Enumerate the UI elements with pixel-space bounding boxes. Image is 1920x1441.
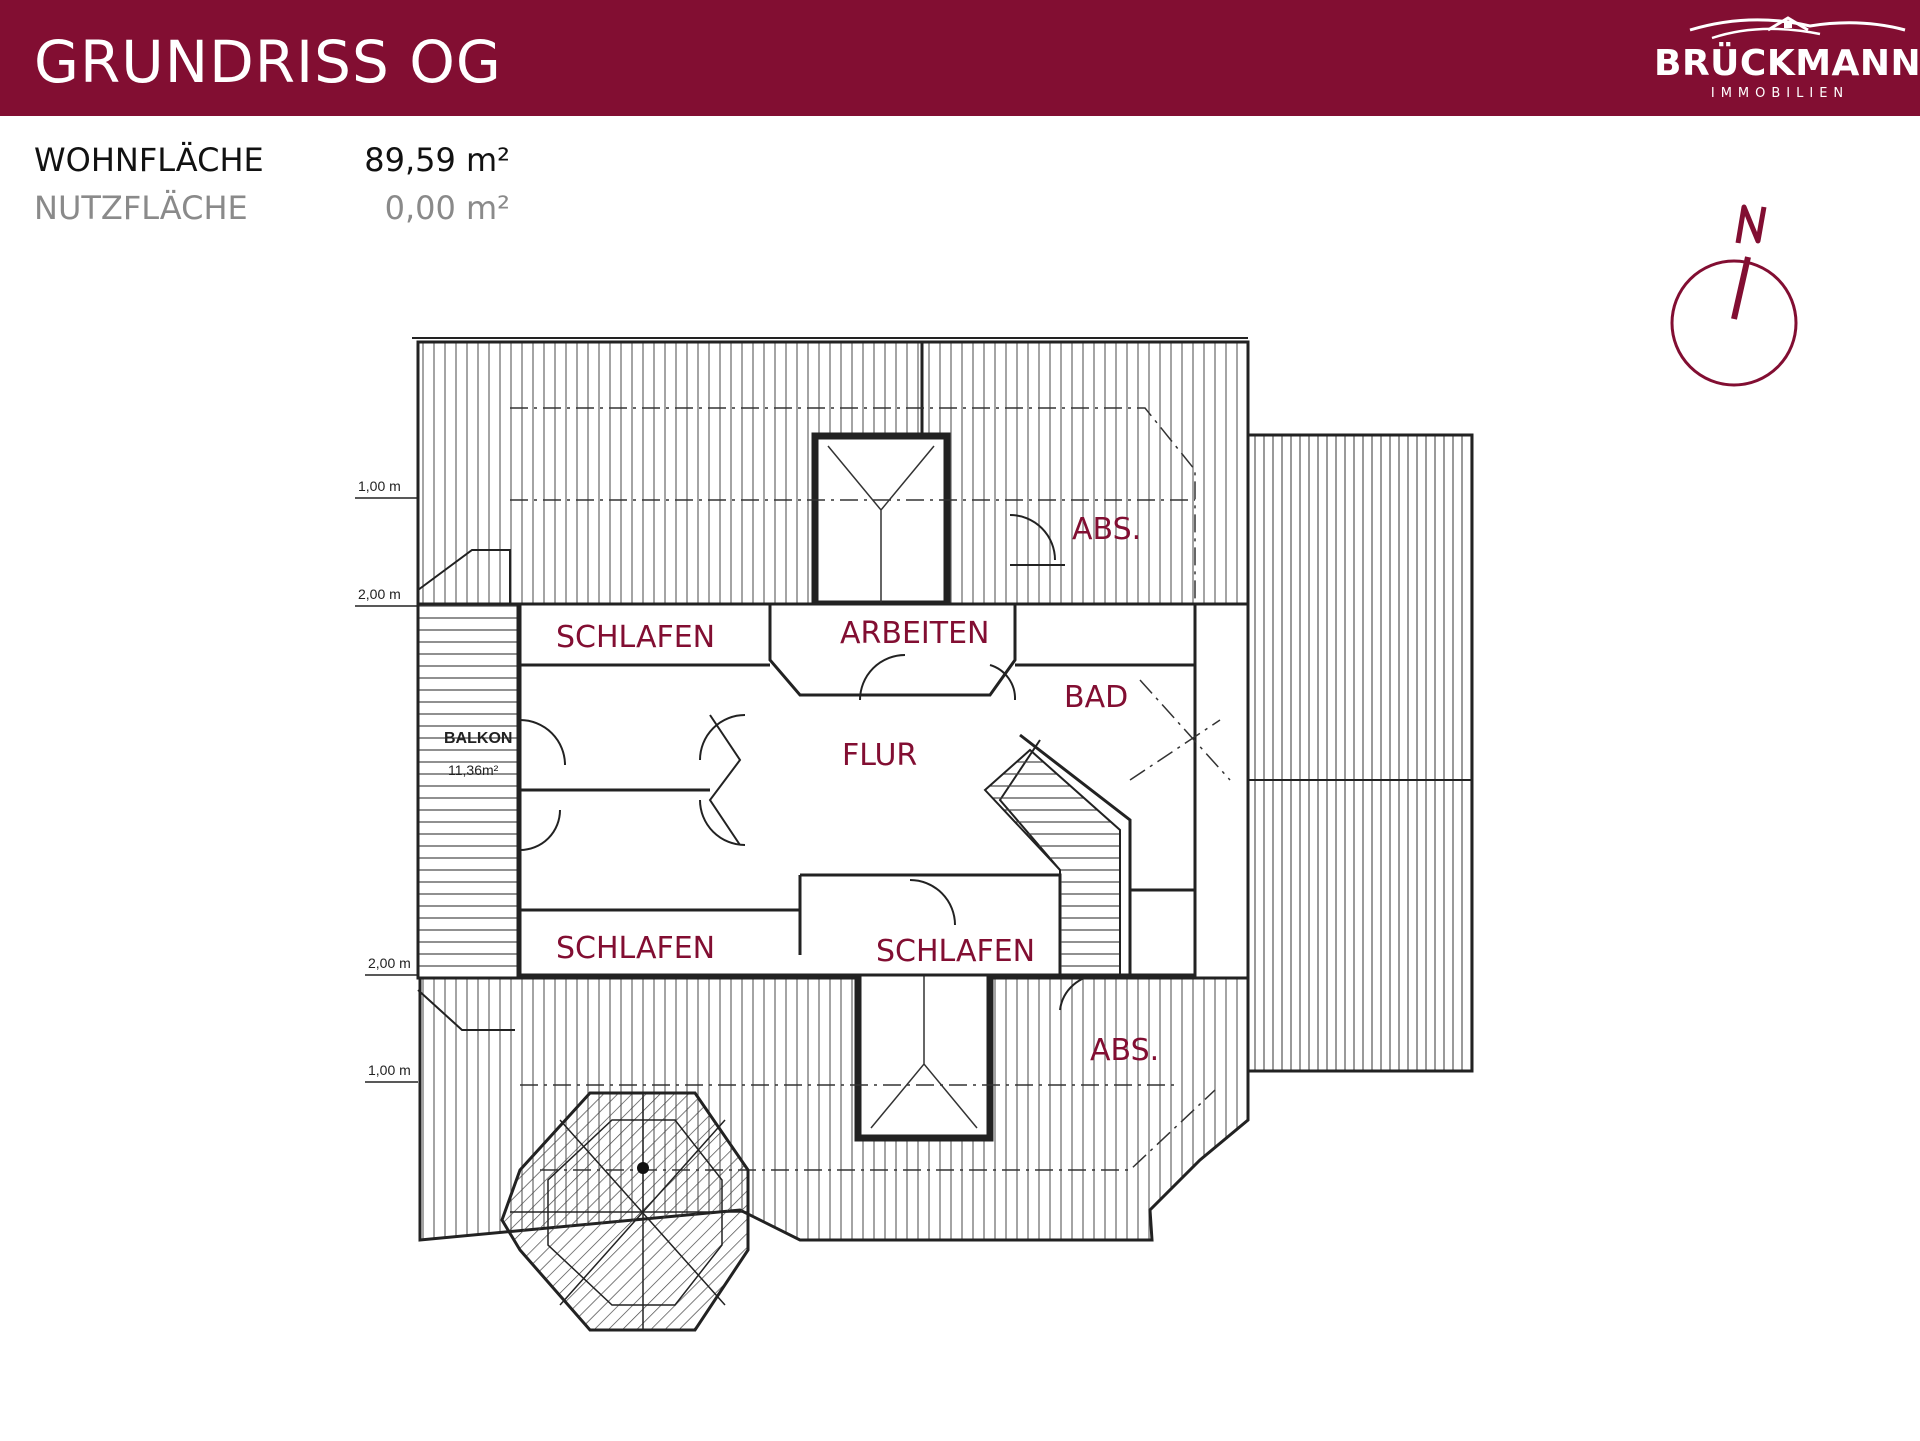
room-label-arbeiten: ARBEITEN	[840, 616, 990, 651]
roof-right-wing	[1246, 433, 1474, 1073]
area-row-nutzflaeche: NUTZFLÄCHE 0,00 m²	[34, 188, 514, 228]
page-title: GRUNDRISS OG	[34, 28, 502, 96]
area-label: NUTZFLÄCHE	[34, 189, 248, 227]
brueckmann-logo: BRÜCKMANN IMMOBILIEN	[1640, 8, 1920, 108]
room-label-bad: BAD	[1064, 680, 1129, 715]
dashed-eave-lines	[510, 407, 1231, 1171]
header-bar: GRUNDRISS OG BRÜCKMANN IMMOBILIEN	[0, 0, 1920, 116]
room-label-schlafen: SCHLAFEN	[556, 620, 716, 655]
dimension-label: 1,00 m	[368, 1062, 411, 1078]
room-label-flur: FLUR	[842, 738, 918, 773]
dormer-top	[811, 432, 951, 608]
area-label: WOHNFLÄCHE	[34, 141, 264, 179]
staircase	[983, 748, 1121, 976]
balcony-area-label: 11,36m²	[448, 762, 499, 778]
area-value: 89,59 m²	[364, 141, 510, 179]
dormer-bottom	[854, 966, 994, 1142]
logo-name: BRÜCKMANN	[1654, 43, 1920, 84]
area-row-wohnflaeche: WOHNFLÄCHE 89,59 m²	[34, 140, 514, 180]
dimension-label: 2,00 m	[358, 586, 401, 602]
room-label-abs-top: ABS.	[1072, 512, 1142, 547]
logo-subtitle: IMMOBILIEN	[1710, 86, 1850, 101]
dimension-label: 2,00 m	[368, 955, 411, 971]
room-label-schlafen: SCHLAFEN	[556, 931, 716, 966]
room-label-schlafen: SCHLAFEN	[876, 934, 1036, 969]
room-label-balkon: BALKON	[444, 730, 513, 747]
room-label-abs-bottom: ABS.	[1090, 1033, 1160, 1068]
area-value: 0,00 m²	[384, 189, 510, 227]
dimension-label: 1,00 m	[358, 478, 401, 494]
octagon-tower	[500, 1091, 750, 1332]
balcony	[416, 549, 520, 1031]
roof-logo-icon	[1689, 16, 1906, 40]
dimension-lines	[355, 497, 418, 1083]
interior-floor	[518, 514, 1197, 1011]
north-arrow-icon	[1670, 204, 1798, 387]
